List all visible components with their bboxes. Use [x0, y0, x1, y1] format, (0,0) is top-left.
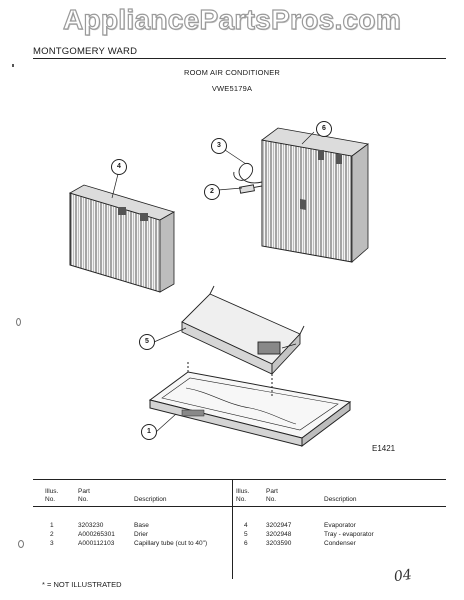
table-cell-part: 3202947: [266, 522, 292, 529]
table-cell-desc: Condenser: [324, 540, 356, 547]
scan-speck: [16, 318, 21, 326]
header-description: Description: [134, 496, 167, 503]
table-cell-desc: Base: [134, 522, 149, 529]
callout-2: 2: [204, 184, 220, 200]
handwritten-mark: 04: [392, 566, 413, 586]
base-pan: [148, 362, 352, 447]
table-top-rule: [33, 479, 446, 480]
table-cell-part: 3203590: [266, 540, 292, 547]
brand-name: MONTGOMERY WARD: [33, 46, 138, 57]
header-part-no: Part No.: [266, 488, 278, 503]
header-divider: [33, 58, 446, 59]
table-cell-part: 3202948: [266, 531, 292, 538]
table-cell-illus: 1: [50, 522, 54, 529]
header-part-no: Part No.: [78, 488, 90, 503]
table-cell-illus: 2: [50, 531, 54, 538]
table-cell-desc: Tray - evaporator: [324, 531, 374, 538]
evaporator-coil: [68, 184, 176, 293]
exploded-parts-diagram: [68, 127, 369, 447]
evaporator-tray: [181, 285, 305, 376]
header-illus-no: Illus. No.: [45, 488, 59, 503]
figure-id: E1421: [372, 444, 396, 453]
scan-speck: [18, 540, 24, 548]
table-cell-illus: 6: [244, 540, 248, 547]
callout-6: 6: [316, 121, 332, 137]
callout-5: 5: [139, 334, 155, 350]
header-illus-no: Illus. No.: [236, 488, 250, 503]
product-title: ROOM AIR CONDITIONER: [183, 68, 281, 77]
table-cell-part: A000112103: [78, 540, 115, 547]
table-cell-illus: 5: [244, 531, 248, 538]
watermark-text: AppliancePartsPros.com: [62, 3, 402, 35]
table-cell-illus: 4: [244, 522, 248, 529]
header-description: Description: [324, 496, 357, 503]
capillary-tube-and-drier: [233, 163, 263, 194]
callout-leaders: [111, 131, 315, 433]
table-cell-desc: Drier: [134, 531, 149, 538]
table-column-divider: [232, 479, 233, 579]
table-header-rule: [33, 506, 446, 507]
table-cell-illus: 3: [50, 540, 54, 547]
callout-1: 1: [141, 424, 157, 440]
scan-speck: [12, 64, 14, 67]
table-cell-part: 3203230: [78, 522, 104, 529]
footnote: * = NOT ILLUSTRATED: [42, 580, 122, 589]
condenser-coil: [261, 127, 369, 263]
callout-4: 4: [111, 159, 127, 175]
callout-3: 3: [211, 138, 227, 154]
model-number: VWE5179A: [211, 84, 253, 93]
table-cell-part: A000265301: [78, 531, 115, 538]
table-cell-desc: Evaporator: [324, 522, 356, 529]
table-cell-desc: Capillary tube (cut to 40"): [134, 540, 208, 547]
